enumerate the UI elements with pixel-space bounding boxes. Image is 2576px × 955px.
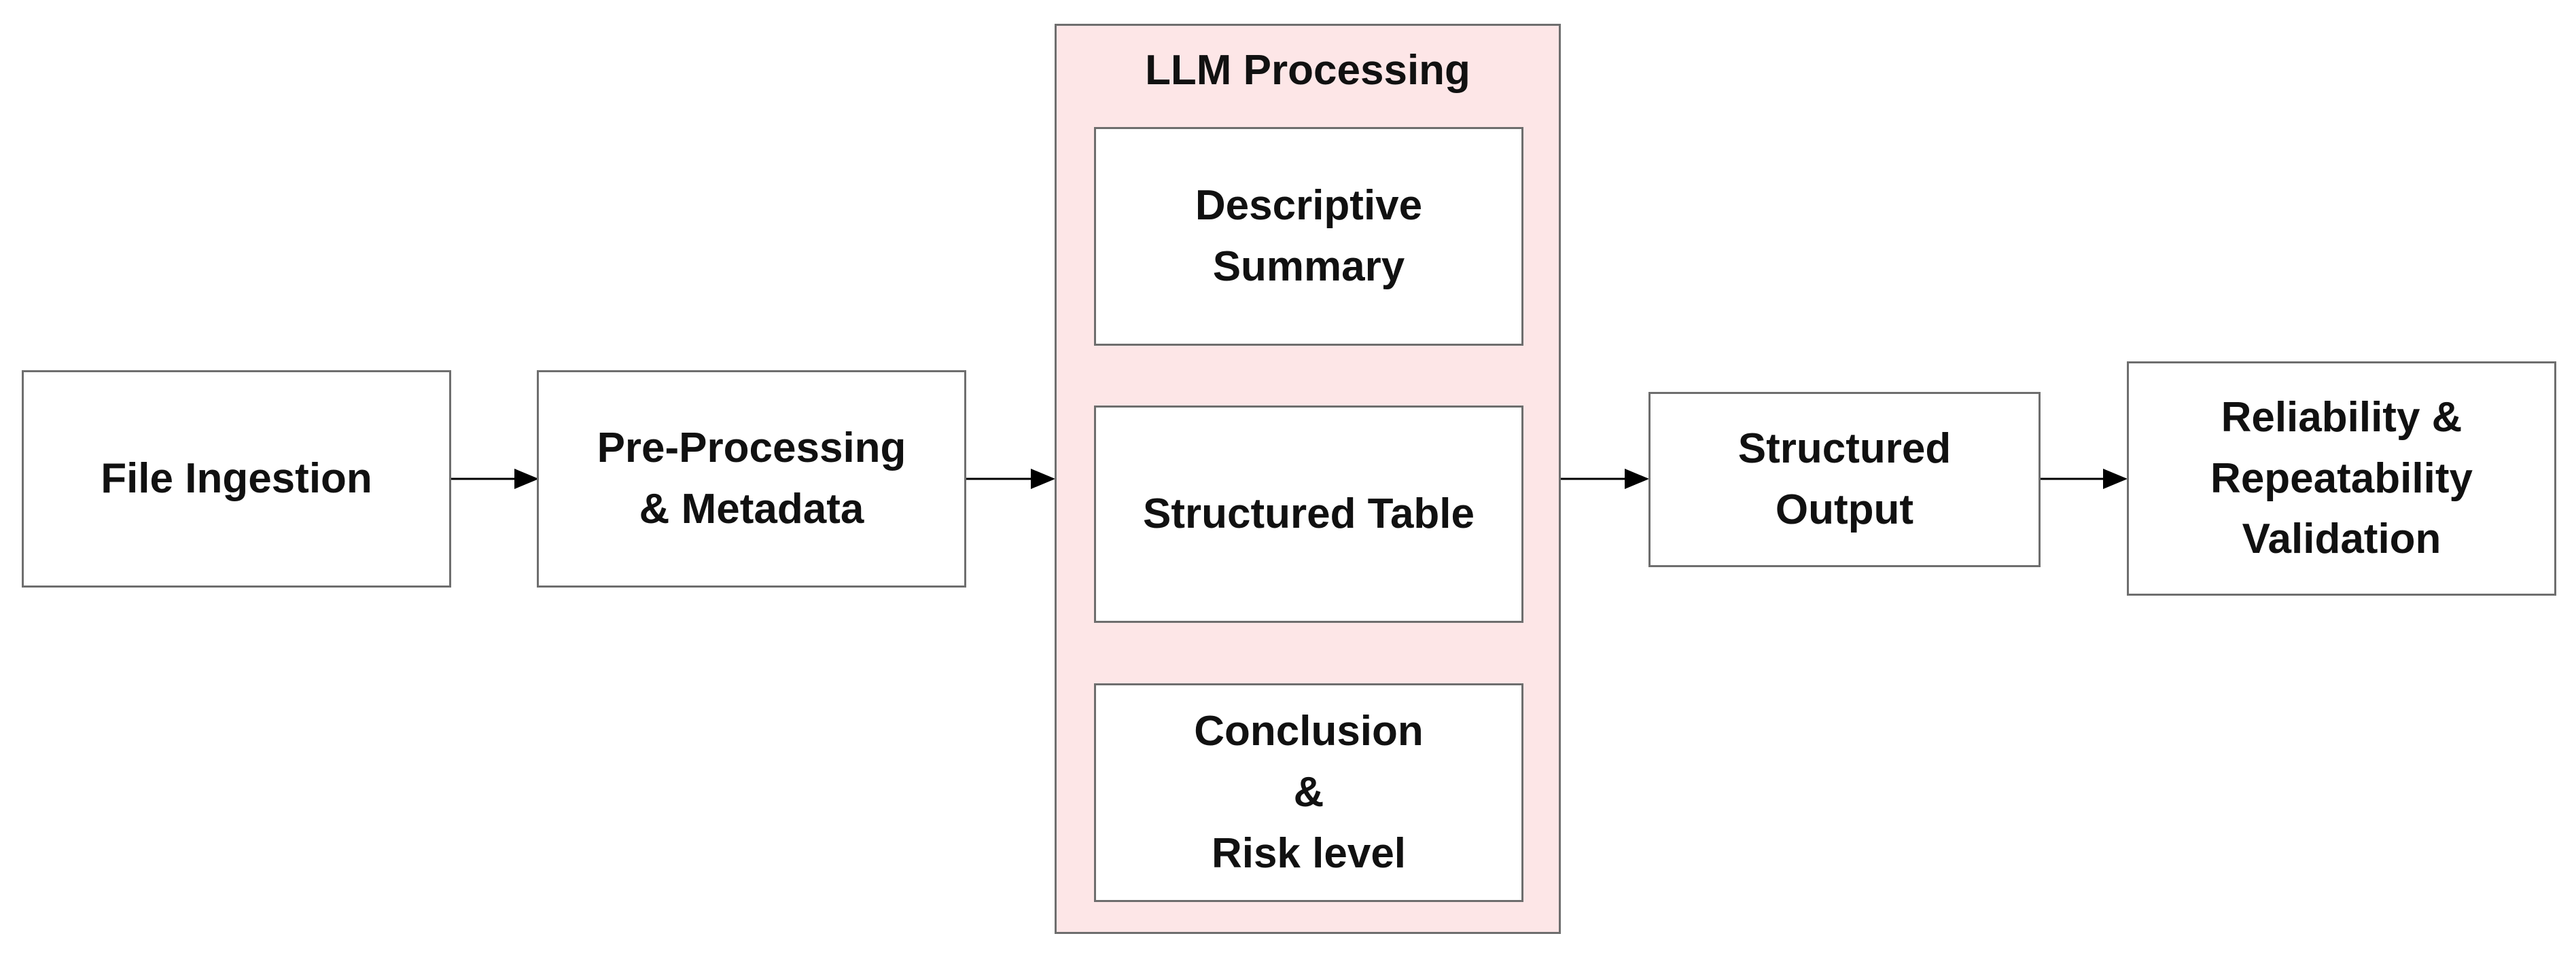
pre-processing-box: Pre-Processing & Metadata [537, 370, 966, 588]
structured-table-box: Structured Table [1094, 406, 1523, 623]
file-ingestion-box: File Ingestion [22, 370, 451, 588]
conclusion-risk-box: Conclusion & Risk level [1094, 683, 1523, 902]
llm-processing-title: LLM Processing [1145, 47, 1470, 94]
structured-output-box: Structured Output [1648, 392, 2041, 567]
descriptive-summary-box: Descriptive Summary [1094, 127, 1523, 346]
validation-box: Reliability & Repeatability Validation [2127, 361, 2556, 596]
